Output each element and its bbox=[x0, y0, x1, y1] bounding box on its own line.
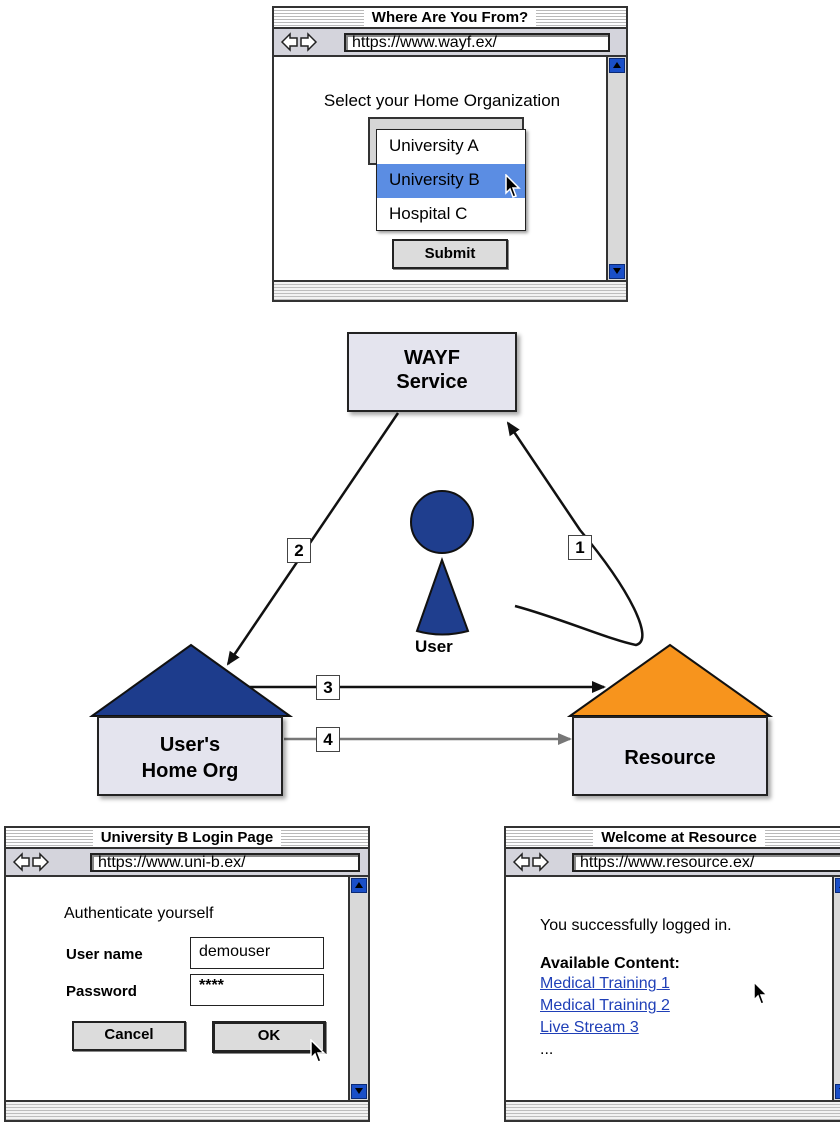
submit-button[interactable]: Submit bbox=[392, 239, 508, 269]
login-url-field[interactable]: https://www.uni-b.ex/ bbox=[90, 853, 360, 872]
login-navbar: https://www.uni-b.ex/ bbox=[6, 849, 368, 877]
scroll-down-arrow-icon[interactable] bbox=[835, 1084, 840, 1099]
scroll-down-arrow-icon[interactable] bbox=[351, 1084, 367, 1099]
login-browser-window: University B Login Page https://www.uni-… bbox=[4, 826, 370, 1122]
wayf-vertical-scrollbar[interactable] bbox=[606, 57, 626, 280]
content-link-1[interactable]: Medical Training 1 bbox=[540, 975, 670, 992]
user-head-icon bbox=[410, 490, 474, 554]
password-label: Password bbox=[66, 983, 137, 1000]
org-option-b-selected[interactable]: University B bbox=[377, 164, 525, 198]
mouse-cursor-icon bbox=[505, 174, 521, 198]
resource-vertical-scrollbar[interactable] bbox=[832, 877, 840, 1100]
home-org-line2: Home Org bbox=[141, 760, 239, 782]
resource-roof bbox=[566, 643, 774, 717]
home-org-house: User's Home Org bbox=[97, 716, 283, 796]
resource-window-title: Welcome at Resource bbox=[593, 829, 765, 846]
resource-url-field[interactable]: https://www.resource.ex/ bbox=[572, 853, 840, 872]
wayf-content: Select your Home Organization University… bbox=[274, 57, 606, 280]
arrow-step-1 bbox=[506, 421, 644, 647]
step-2-label: 2 bbox=[287, 538, 311, 563]
back-forward-arrows-icon[interactable] bbox=[12, 852, 50, 872]
resource-content: You successfully logged in. Available Co… bbox=[506, 877, 832, 1100]
content-link-2[interactable]: Medical Training 2 bbox=[540, 997, 670, 1014]
login-window-title: University B Login Page bbox=[92, 829, 282, 846]
wayf-window-titlebar[interactable]: Where Are You From? bbox=[274, 8, 626, 29]
mouse-cursor-icon bbox=[310, 1039, 326, 1063]
mouse-cursor-icon bbox=[753, 981, 769, 1005]
org-dropdown-list[interactable]: University A University B Hospital C bbox=[376, 129, 526, 231]
org-option-c[interactable]: Hospital C bbox=[389, 204, 468, 223]
resource-house: Resource bbox=[572, 716, 768, 796]
scroll-up-arrow-icon[interactable] bbox=[609, 58, 625, 73]
back-forward-arrows-icon[interactable] bbox=[512, 852, 550, 872]
resource-navbar: https://www.resource.ex/ bbox=[506, 849, 840, 877]
wayf-url-field[interactable]: https://www.wayf.ex/ bbox=[344, 33, 610, 52]
login-vertical-scrollbar[interactable] bbox=[348, 877, 368, 1100]
arrow-step-2 bbox=[226, 412, 400, 666]
resource-window-titlebar[interactable]: Welcome at Resource bbox=[506, 828, 840, 849]
step-1-label: 1 bbox=[568, 535, 592, 560]
step-3-label: 3 bbox=[316, 675, 340, 700]
login-window-titlebar[interactable]: University B Login Page bbox=[6, 828, 368, 849]
wayf-prompt: Select your Home Organization bbox=[323, 91, 561, 110]
user-body-icon bbox=[415, 557, 470, 636]
password-field[interactable]: **** bbox=[190, 974, 324, 1006]
wayf-browser-window: Where Are You From? https://www.wayf.ex/… bbox=[272, 6, 628, 302]
login-content: Authenticate yourself User name demouser… bbox=[6, 877, 348, 1100]
cancel-button[interactable]: Cancel bbox=[72, 1021, 186, 1051]
username-label: User name bbox=[66, 946, 143, 963]
back-forward-arrows-icon[interactable] bbox=[280, 32, 318, 52]
home-org-line1: User's bbox=[159, 734, 221, 756]
wayf-window-title: Where Are You From? bbox=[363, 9, 537, 26]
login-status-bar bbox=[6, 1100, 368, 1120]
resource-label: Resource bbox=[624, 747, 716, 769]
login-success-message: You successfully logged in. bbox=[540, 917, 732, 934]
user-label: User bbox=[415, 637, 453, 656]
wayf-service-line1: WAYF bbox=[404, 347, 460, 369]
wayf-service-box: WAYF Service bbox=[347, 332, 517, 412]
resource-status-bar bbox=[506, 1100, 840, 1120]
login-heading: Authenticate yourself bbox=[64, 905, 214, 922]
ok-button[interactable]: OK bbox=[212, 1021, 326, 1053]
wayf-navbar: https://www.wayf.ex/ bbox=[274, 29, 626, 57]
scroll-up-arrow-icon[interactable] bbox=[351, 878, 367, 893]
wayf-service-line2: Service bbox=[396, 371, 468, 393]
step-4-label: 4 bbox=[316, 727, 340, 752]
home-org-roof bbox=[88, 643, 294, 717]
available-content-heading: Available Content: bbox=[540, 955, 680, 972]
content-ellipsis: ... bbox=[540, 1041, 554, 1058]
resource-browser-window: Welcome at Resource https://www.resource… bbox=[504, 826, 840, 1122]
content-link-3[interactable]: Live Stream 3 bbox=[540, 1019, 639, 1036]
scroll-up-arrow-icon[interactable] bbox=[835, 878, 840, 893]
org-option-a[interactable]: University A bbox=[389, 136, 479, 155]
wayf-status-bar bbox=[274, 280, 626, 300]
username-field[interactable]: demouser bbox=[190, 937, 324, 969]
scroll-down-arrow-icon[interactable] bbox=[609, 264, 625, 279]
